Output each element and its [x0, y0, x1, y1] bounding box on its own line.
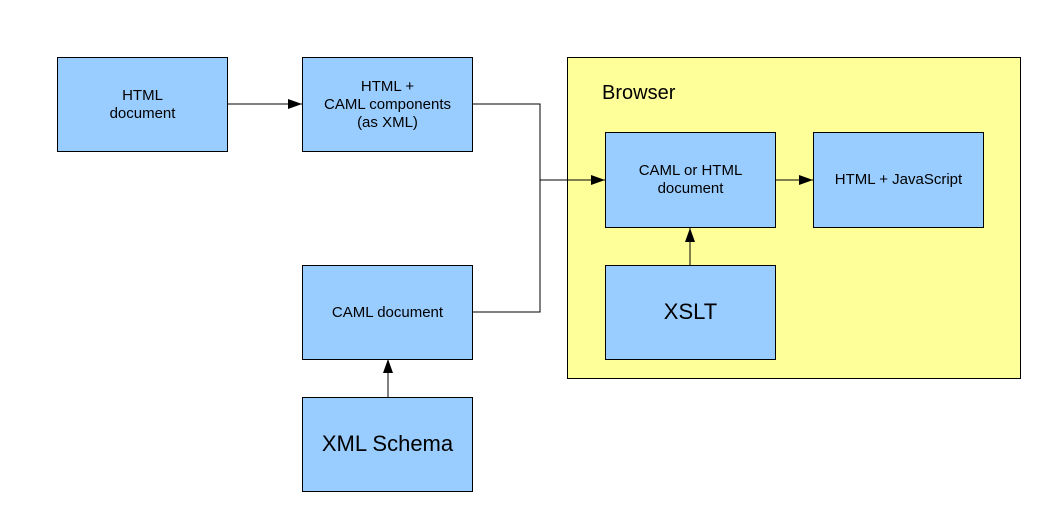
caml-document-node: CAML document — [302, 265, 473, 360]
connector-caml-document-to-merge — [473, 180, 541, 313]
html-document-label: HTML document — [109, 86, 176, 122]
html-javascript-label: HTML + JavaScript — [834, 171, 963, 188]
xml-schema-node: XML Schema — [302, 397, 473, 492]
html-caml-components-label: HTML + CAML components (as XML) — [323, 77, 451, 131]
caml-document-label: CAML document — [331, 303, 444, 321]
xml-schema-label: XML Schema — [321, 431, 454, 457]
xslt-node: XSLT — [605, 265, 776, 360]
caml-or-html-document-node: CAML or HTML document — [605, 132, 776, 228]
caml-or-html-document-label: CAML or HTML document — [638, 162, 743, 197]
html-javascript-node: HTML + JavaScript — [813, 132, 984, 228]
html-caml-components-node: HTML + CAML components (as XML) — [302, 57, 473, 152]
html-document-node: HTML document — [57, 57, 228, 152]
browser-title: Browser — [602, 82, 676, 104]
connector-components-to-merge — [473, 103, 541, 180]
xslt-label: XSLT — [663, 299, 718, 325]
